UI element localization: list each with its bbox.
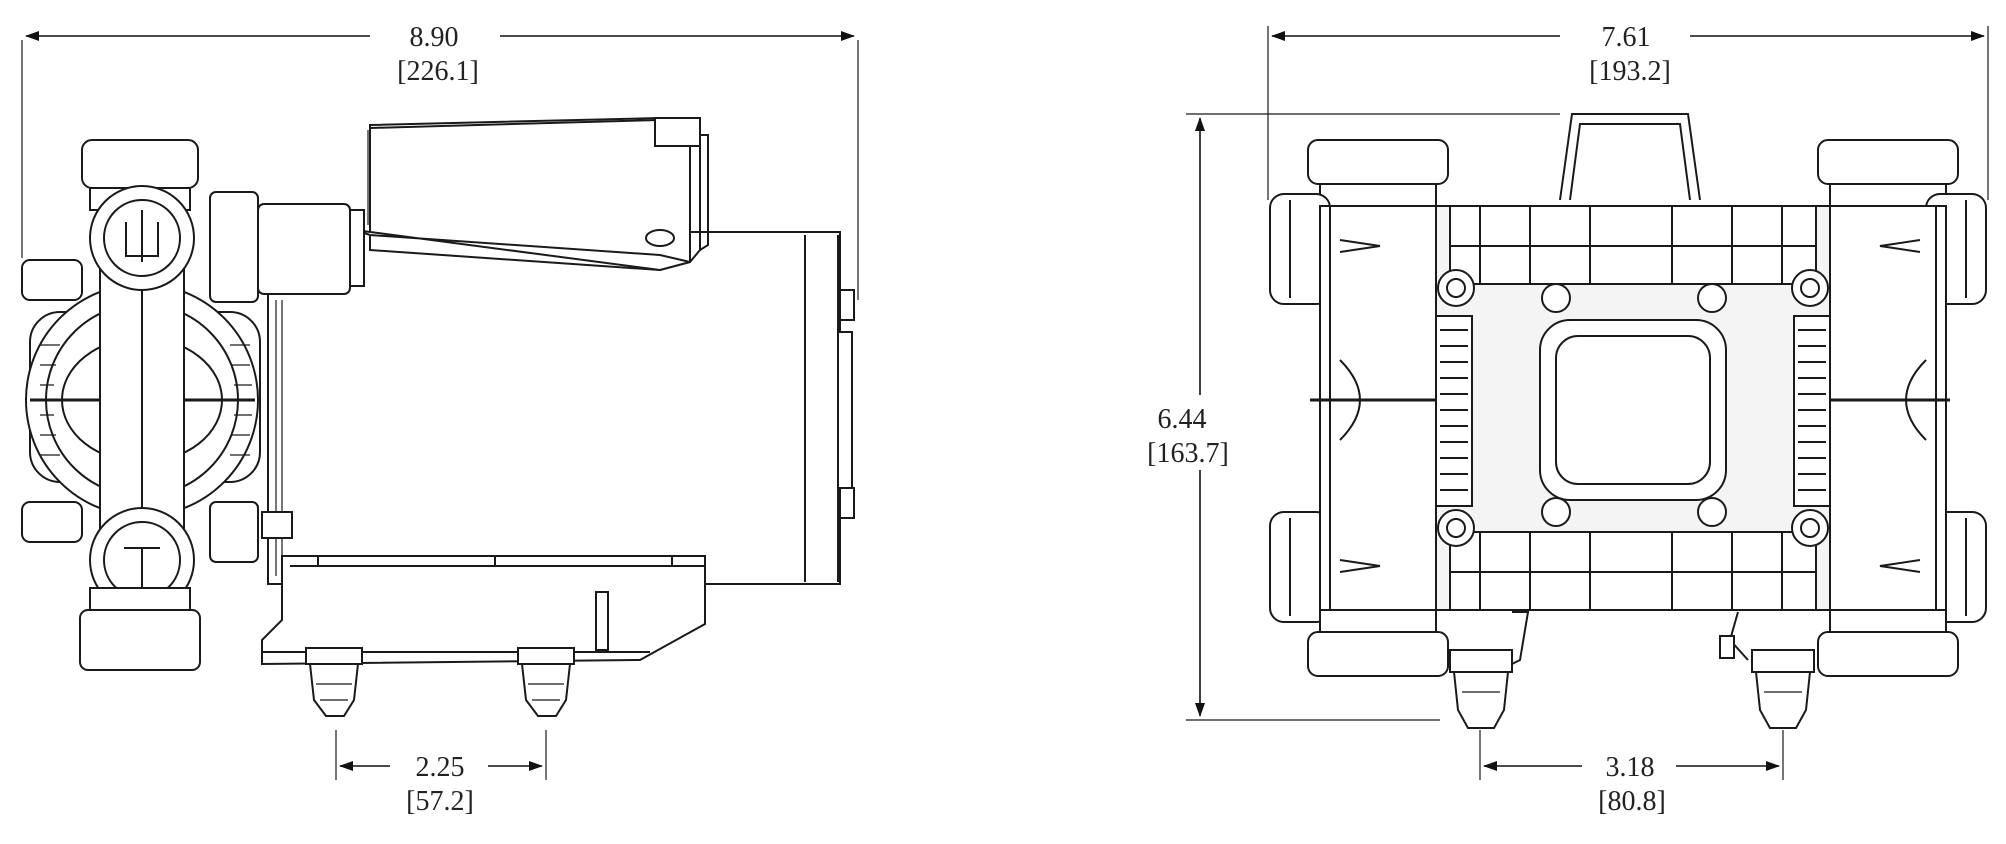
front-port-bottom-right — [1817, 511, 1987, 677]
front-port-top-left — [1269, 139, 1449, 305]
dimension-front-mount-spacing: 3.18 [80.8] — [1479, 730, 1784, 817]
dimension-front-width: 7.61 [193.2] — [1267, 22, 1989, 200]
side-mount-inch-label: 2.25 — [416, 752, 465, 783]
motor-body — [267, 231, 855, 585]
dimension-side-mount-spacing: 2.25 [57.2] — [335, 730, 547, 817]
mount-foot-left — [305, 647, 363, 717]
side-view: 8.90 [226.1] — [21, 22, 859, 817]
front-mount-mm-label: [80.8] — [1598, 786, 1666, 817]
front-width-mm-label: [193.2] — [1589, 56, 1671, 87]
front-height-inch-label: 6.44 — [1158, 404, 1207, 435]
front-central-body — [1339, 205, 1927, 611]
front-foot-right — [1719, 611, 1815, 729]
side-mount-mm-label: [57.2] — [406, 786, 474, 817]
front-mount-inch-label: 3.18 — [1606, 752, 1655, 783]
front-foot-left — [1449, 611, 1530, 729]
pump-head-side — [21, 139, 365, 671]
mount-foot-right — [517, 647, 575, 717]
front-height-mm-label: [163.7] — [1147, 438, 1229, 469]
dimension-side-width: 8.90 [226.1] — [21, 22, 859, 300]
side-width-mm-label: [226.1] — [397, 56, 479, 87]
switch-box — [354, 116, 709, 272]
front-handle — [1559, 113, 1701, 201]
front-port-bottom-left — [1269, 511, 1449, 677]
dimension-front-height: 6.44 [163.7] — [1147, 113, 1560, 721]
mount-bracket — [261, 555, 706, 666]
front-width-inch-label: 7.61 — [1602, 22, 1651, 53]
front-manifolds — [1310, 205, 1950, 611]
side-width-inch-label: 8.90 — [410, 22, 459, 53]
front-view: 7.61 [193.2] 6.44 [163.7] — [1147, 22, 1989, 817]
